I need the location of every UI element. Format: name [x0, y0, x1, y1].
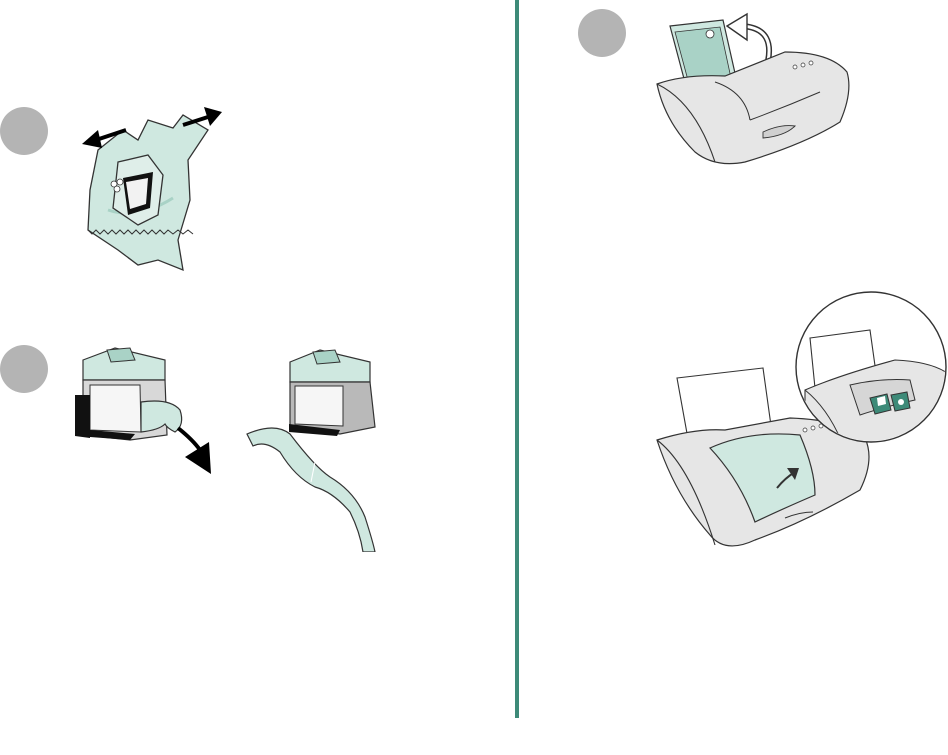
pull-tape-illustration: [75, 340, 220, 475]
printer-paper-support-illustration: [655, 12, 855, 170]
step-marker-2: [0, 345, 48, 393]
unwrap-package-illustration: [78, 100, 228, 272]
column-divider: [515, 0, 519, 718]
step-marker-1: [0, 107, 48, 155]
step-marker-3: [578, 9, 626, 57]
printer-open-cover-illustration: [655, 290, 948, 560]
removed-tape-illustration: [245, 342, 385, 552]
